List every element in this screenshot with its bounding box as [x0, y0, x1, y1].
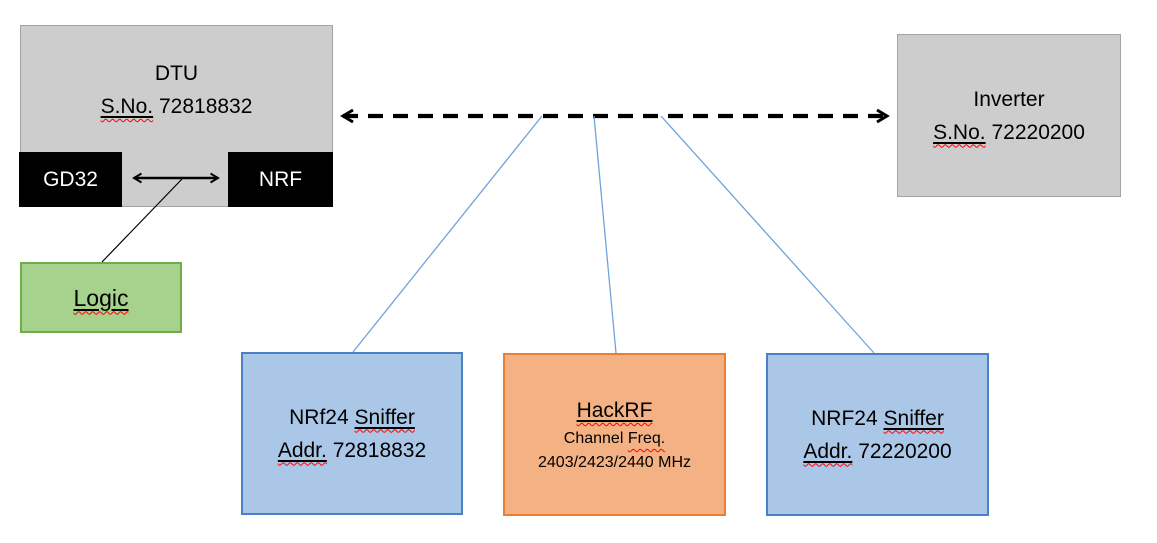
inverter-serial-line: S.No.72220200: [933, 116, 1085, 149]
tap-line-hackrf: [593, 115, 617, 354]
dtu-serial-label: S.No.: [100, 95, 154, 118]
sniffer-left-addr-line: Addr.72818832: [278, 434, 426, 467]
hackrf-freq-word: Freq.: [627, 430, 666, 447]
nrf-node: NRF: [228, 152, 333, 207]
hackrf-title: HackRF: [576, 399, 653, 422]
sniffer-left-addr-value: 72818832: [332, 438, 427, 462]
gd32-node: GD32: [19, 152, 122, 207]
hackrf-title-wrap: HackRF: [577, 394, 653, 427]
sniffer-left-title-prefix: NRf24: [289, 405, 349, 429]
inverter-node: Inverter S.No.72220200: [897, 34, 1121, 197]
sniffer-right-addr-value: 72220200: [858, 439, 952, 463]
hackrf-freq-label: Channel: [563, 430, 624, 447]
logic-label: Logic: [73, 284, 129, 311]
dtu-serial-value: 72818832: [158, 95, 253, 118]
sniffer-right-title-prefix: NRF24: [811, 406, 878, 430]
hackrf-title-underline: HackRF: [577, 399, 653, 422]
logic-node: Logic: [20, 262, 182, 333]
gd32-label: GD32: [43, 168, 98, 191]
dtu-title: DTU: [154, 62, 199, 85]
hackrf-freq-value: 2403/2423/2440 MHz: [538, 454, 691, 471]
sniffer-left-title-word: Sniffer: [354, 405, 415, 429]
logic-label-wrap: Logic: [74, 283, 129, 313]
dtu-serial-line: S.No.72818832: [101, 90, 253, 123]
inverter-serial-value: 72220200: [991, 120, 1085, 144]
inverter-serial-label: S.No.: [933, 120, 986, 144]
sniffer-left-addr-label: Addr.: [277, 438, 327, 462]
tap-line-sniffer-right: [660, 115, 875, 354]
sniffer-right-addr-line: Addr.72220200: [803, 435, 951, 468]
sniffer-right-addr-label: Addr.: [803, 439, 853, 463]
nrf-label: NRF: [258, 168, 303, 191]
sniffer-right-title-word: Sniffer: [883, 406, 944, 430]
tap-line-sniffer-left: [352, 115, 543, 353]
inverter-title: Inverter: [973, 87, 1045, 111]
